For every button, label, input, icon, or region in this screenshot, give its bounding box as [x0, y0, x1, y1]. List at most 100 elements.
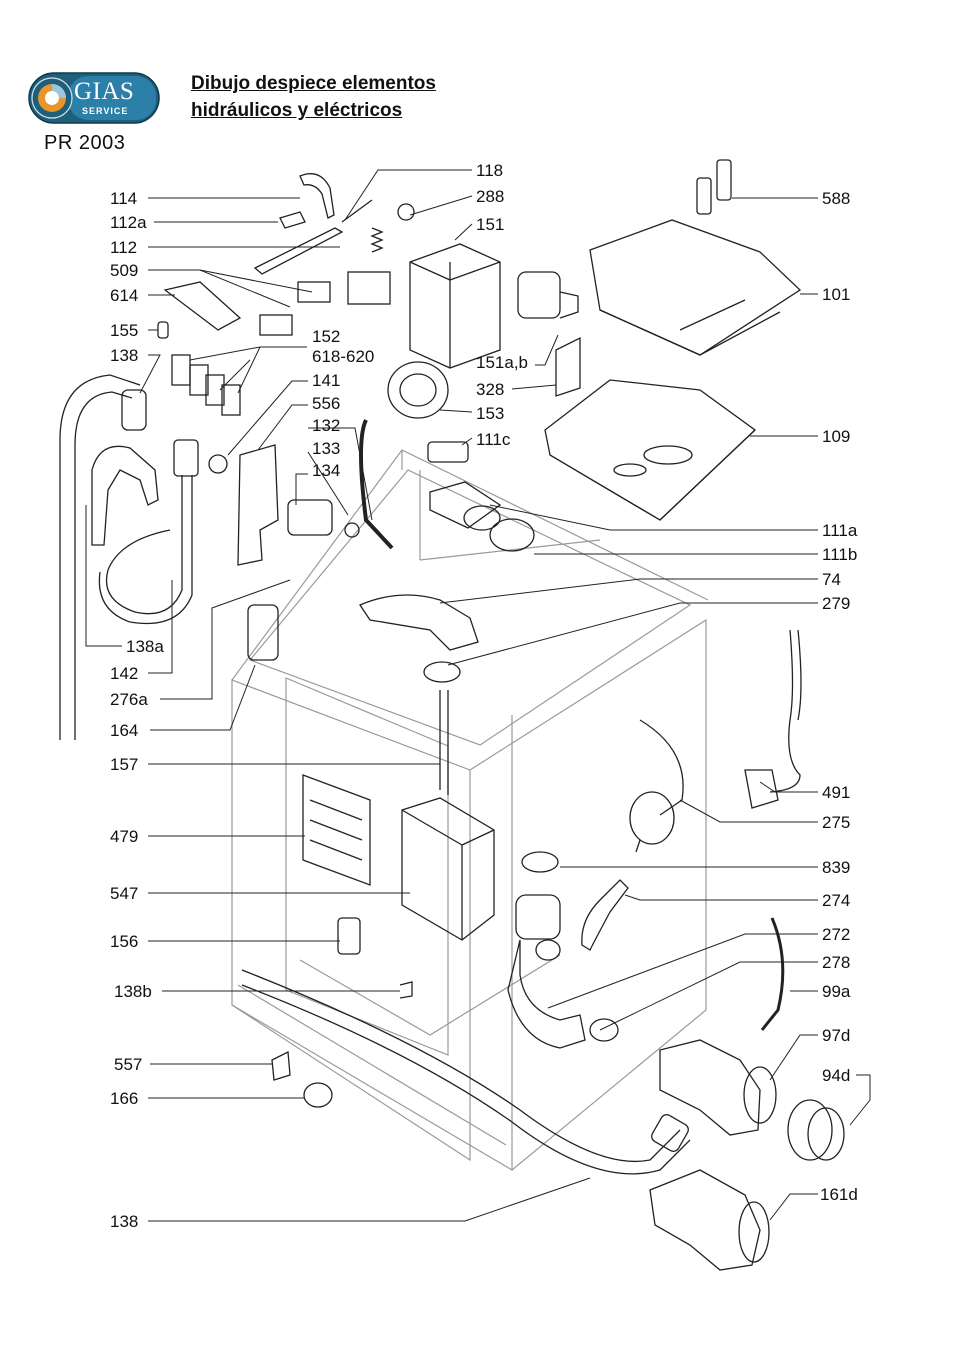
- label-97d: 97d: [822, 1026, 851, 1045]
- part-151-timer: [409, 243, 501, 369]
- label-133: 133: [312, 439, 341, 458]
- label-142: 142: [110, 664, 139, 683]
- label-155: 155: [110, 321, 139, 340]
- part-279-clamp: [423, 661, 461, 683]
- part-111a: [429, 481, 502, 531]
- part-134: [287, 499, 333, 536]
- inlet-hose-142: [98, 439, 199, 625]
- part-118: [341, 199, 373, 223]
- label-132: 132: [312, 416, 341, 435]
- part-161d-pump: [649, 1169, 770, 1271]
- part-614: [163, 281, 242, 331]
- label-275: 275: [822, 813, 851, 832]
- label-138b: 138b: [114, 982, 152, 1001]
- label-151ab: 151a,b: [476, 353, 528, 372]
- part-588: [696, 159, 732, 215]
- label-109: 109: [822, 427, 851, 446]
- label-328: 328: [476, 380, 505, 399]
- part-101-drawer: [589, 219, 802, 356]
- label-138-bottom: 138: [110, 1212, 139, 1231]
- label-114: 114: [110, 189, 138, 208]
- part-112a: [279, 211, 306, 229]
- label-618-620: 618-620: [312, 347, 375, 366]
- part-166: [303, 1082, 333, 1108]
- part-275: [629, 719, 684, 853]
- part-276a-capacitor: [247, 604, 279, 661]
- label-141: 141: [312, 371, 341, 390]
- part-selector: [347, 271, 391, 305]
- part-152: [171, 354, 241, 416]
- part-151ab: [517, 271, 579, 319]
- label-164: 164: [110, 721, 139, 740]
- label-272: 272: [822, 925, 851, 944]
- label-479: 479: [110, 827, 139, 846]
- part-111b: [489, 518, 535, 552]
- label-547: 547: [110, 884, 139, 903]
- label-161d: 161d: [820, 1185, 858, 1204]
- label-276a: 276a: [110, 690, 148, 709]
- model-code: PR 2003: [44, 132, 126, 154]
- label-112: 112: [110, 238, 138, 257]
- part-491-cable: [744, 629, 802, 809]
- label-274: 274: [822, 891, 851, 910]
- label-111b: 111b: [822, 545, 858, 564]
- part-156: [337, 917, 361, 955]
- label-156: 156: [110, 932, 139, 951]
- part-109-cover: [544, 379, 757, 521]
- label-112a: 112a: [110, 213, 147, 232]
- page-title-line1: Dibujo despiece elementos: [191, 73, 436, 94]
- part-141: [208, 454, 228, 474]
- label-279: 279: [822, 594, 851, 613]
- label-99a: 99a: [822, 982, 851, 1001]
- part-112: [253, 227, 344, 275]
- label-839: 839: [822, 858, 851, 877]
- leader-lines: [85, 169, 871, 1222]
- part-132: [359, 419, 394, 550]
- part-114: [299, 173, 335, 219]
- label-151: 151: [476, 215, 505, 234]
- label-614: 614: [110, 286, 139, 305]
- part-479: [302, 774, 371, 886]
- part-556: [237, 444, 279, 566]
- part-509b: [259, 314, 293, 336]
- label-278: 278: [822, 953, 851, 972]
- logo-brand: GIAS: [74, 78, 135, 105]
- label-118: 118: [476, 161, 504, 180]
- label-153: 153: [476, 404, 505, 423]
- label-556: 556: [312, 394, 341, 413]
- label-134: 134: [312, 461, 341, 480]
- drain-hose-138-top: [59, 374, 147, 740]
- part-99a: [760, 917, 785, 1031]
- label-138-top: 138: [110, 346, 139, 365]
- label-74: 74: [822, 570, 841, 589]
- drain-hose-138-bottom: [241, 969, 691, 1175]
- label-157: 157: [110, 755, 139, 774]
- part-509a: [297, 281, 331, 303]
- part-153: [387, 361, 449, 419]
- label-491: 491: [822, 783, 851, 802]
- part-272-278-sump: [507, 894, 619, 1049]
- label-166: 166: [110, 1089, 139, 1108]
- part-97d-pump: [659, 1039, 777, 1136]
- part-328: [555, 336, 581, 397]
- label-111c: 111c: [476, 430, 511, 449]
- spring: [370, 227, 384, 253]
- part-111c: [427, 441, 469, 463]
- label-101: 101: [822, 285, 851, 304]
- label-509: 509: [110, 261, 139, 280]
- part-94d-filter: [787, 1099, 845, 1161]
- part-288: [397, 203, 415, 221]
- logo-sub: SERVICE: [82, 106, 129, 116]
- part-547-module: [401, 797, 495, 941]
- label-588: 588: [822, 189, 851, 208]
- label-152: 152: [312, 327, 341, 346]
- part-74-hose: [359, 594, 479, 651]
- label-138a: 138a: [126, 637, 164, 656]
- part-138b: [399, 981, 413, 999]
- part-133: [344, 522, 360, 538]
- page-title-line2: hidráulicos y eléctricos: [191, 100, 403, 121]
- hose-guide-138a: [91, 445, 159, 546]
- part-839: [521, 851, 559, 873]
- part-157-wires: [439, 690, 449, 795]
